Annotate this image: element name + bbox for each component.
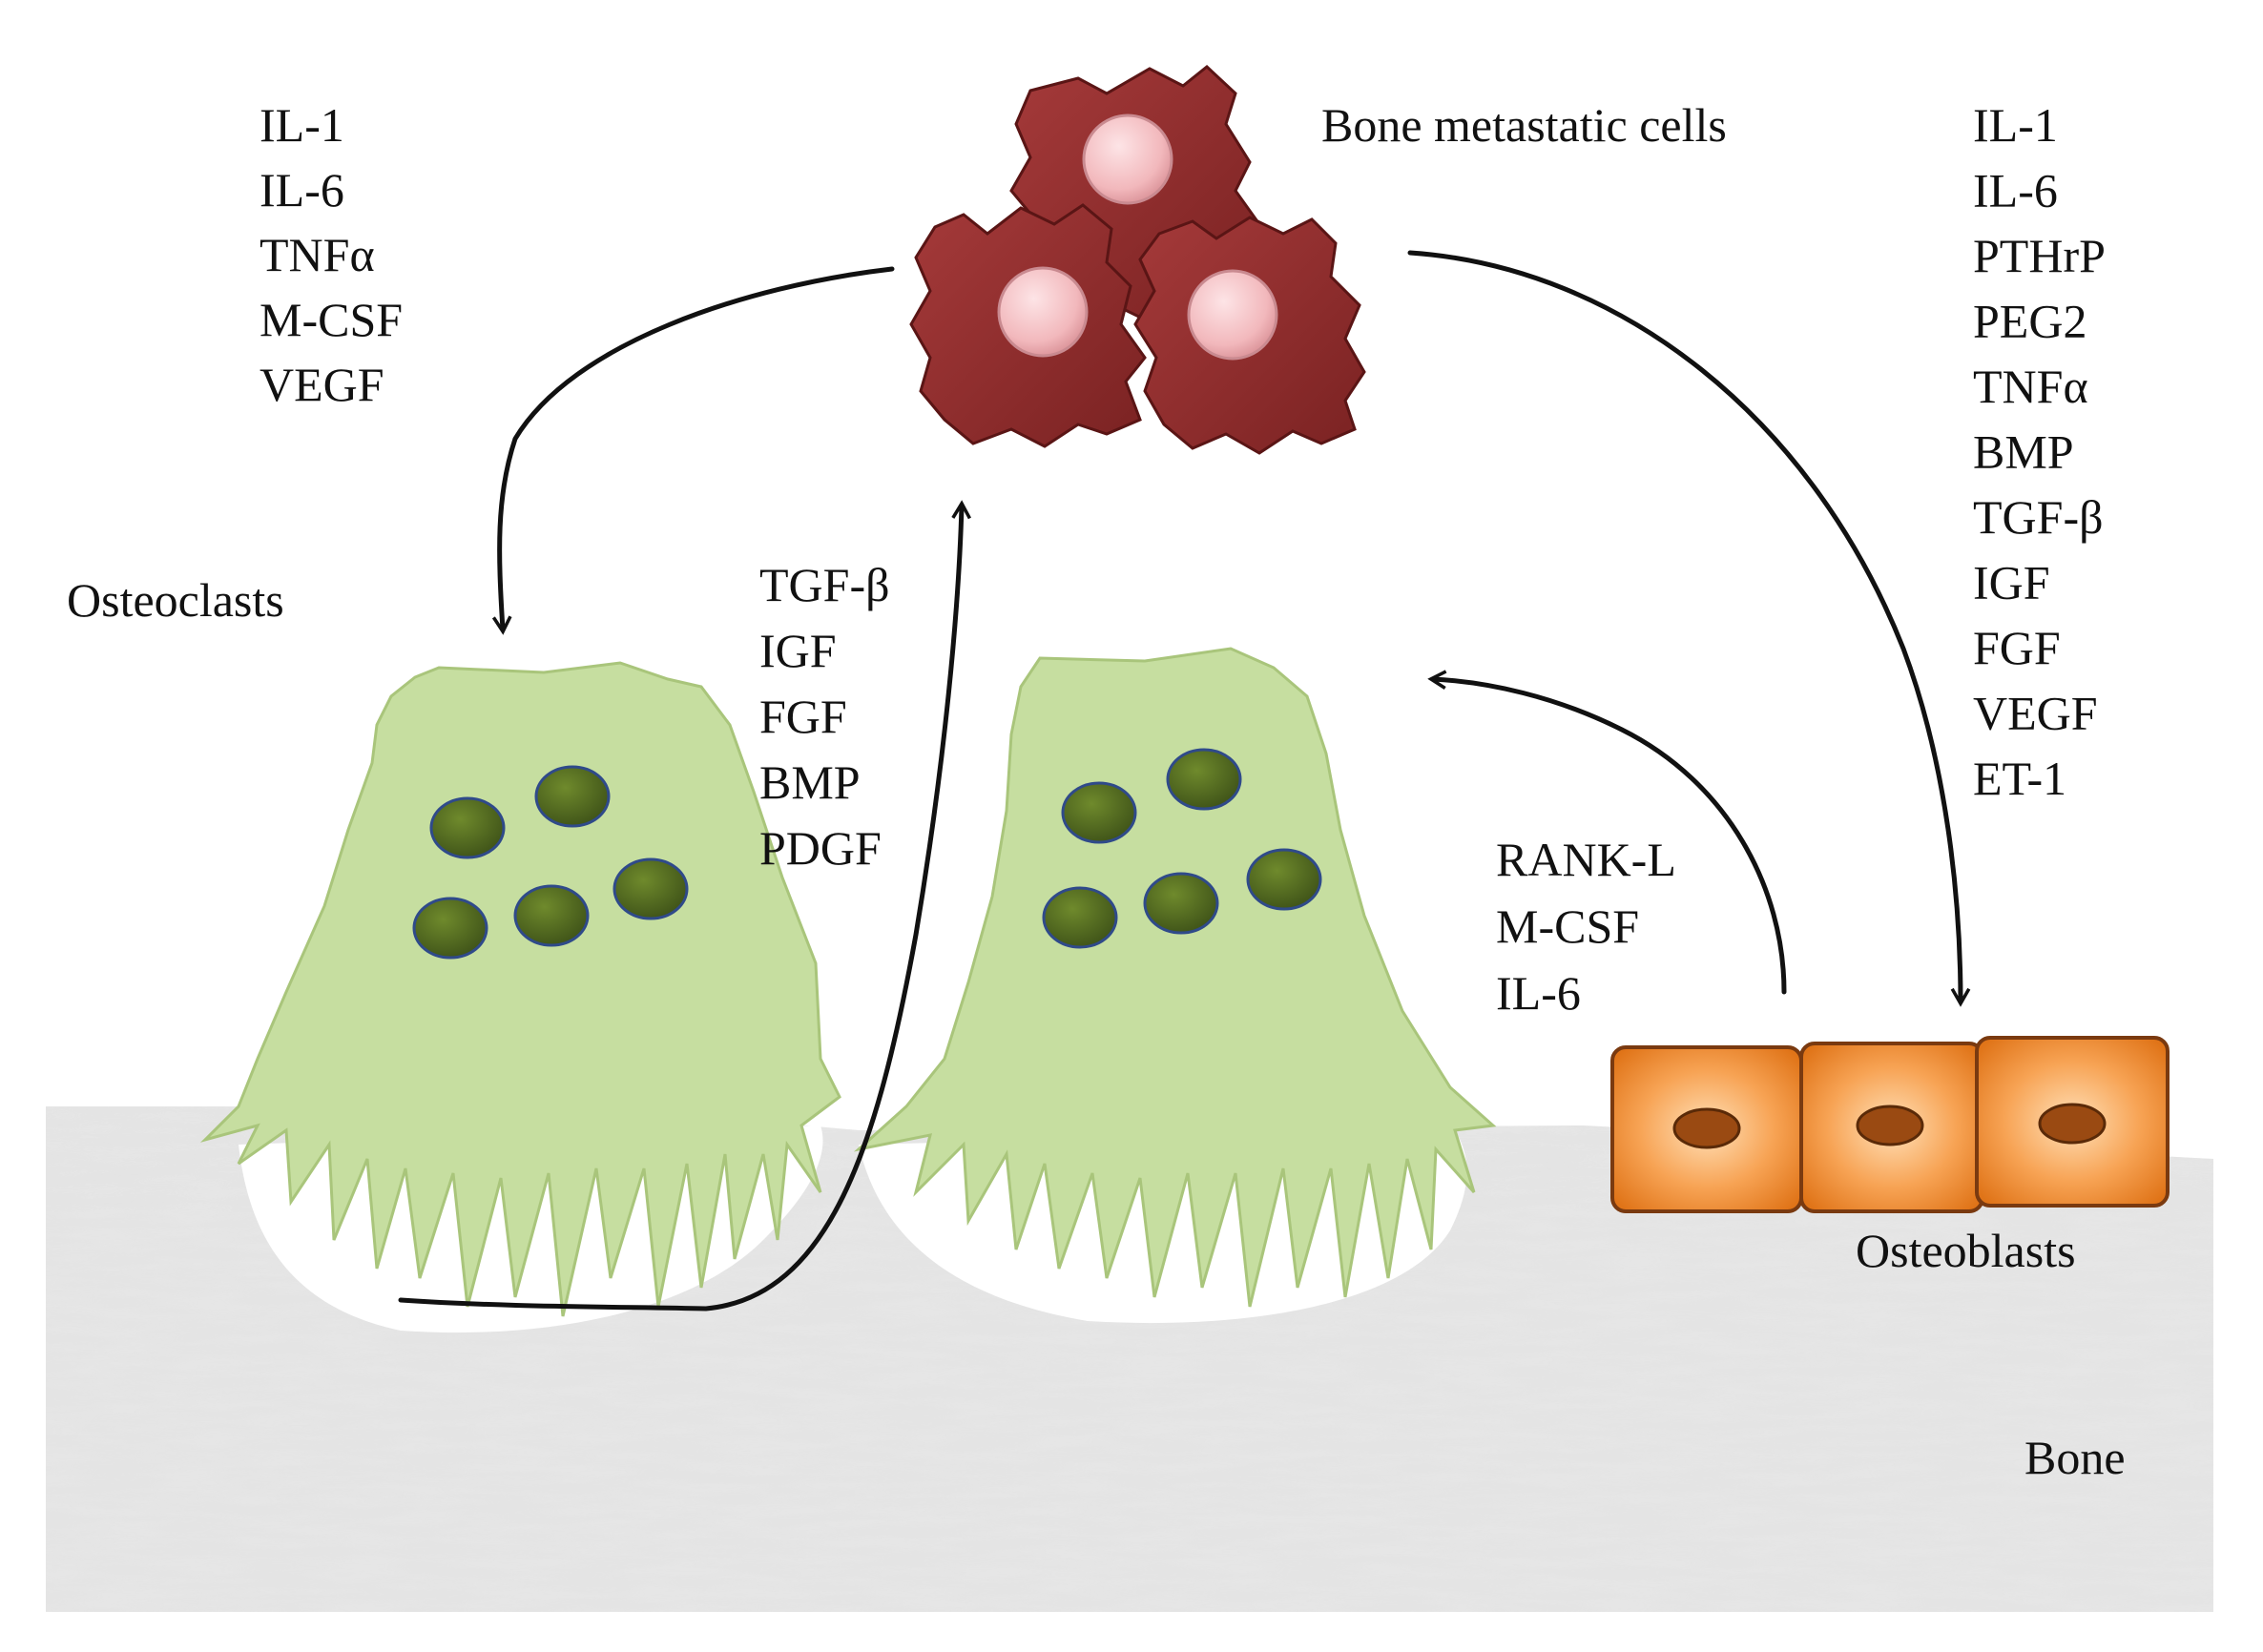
tumor-cell-nucleus <box>997 266 1089 358</box>
tumor-cell <box>909 203 1147 448</box>
factor-item: IL-1 <box>1973 98 2058 152</box>
osteoclast-nucleus <box>429 796 506 859</box>
signaling-arrows <box>398 250 1971 1311</box>
arrow-osteoblasts-to-osteoclasts <box>1427 670 1787 995</box>
arrow-bone-to-tumor <box>398 500 971 1311</box>
osteoclast-nucleus <box>612 857 689 920</box>
label-osteoblasts: Osteoblasts <box>1856 1224 2076 1277</box>
osteoclast-nucleus <box>1143 872 1219 935</box>
label-bone: Bone <box>2024 1431 2126 1484</box>
osteoclast-nucleus <box>513 884 590 947</box>
factor-item: BMP <box>759 755 861 809</box>
osteoblast-cell <box>1799 1042 1984 1213</box>
factor-item: TGF-β <box>1973 490 2104 544</box>
factor-item: IL-1 <box>260 98 344 152</box>
osteoblast-nucleus <box>1672 1107 1741 1149</box>
factor-item: PEG2 <box>1973 295 2087 348</box>
osteoclast-nucleus <box>1166 748 1242 811</box>
osteoclast-nucleus <box>412 897 488 960</box>
factor-item: M-CSF <box>260 293 403 346</box>
osteoclast-nucleus <box>1042 886 1118 949</box>
factor-item: FGF <box>1973 621 2061 674</box>
factor-item: VEGF <box>1973 687 2098 740</box>
label-osteoclasts: Osteoclasts <box>67 573 284 627</box>
factor-item: IGF <box>1973 556 2050 609</box>
osteoblast-cell <box>1610 1045 1803 1213</box>
factor-item: FGF <box>759 690 847 743</box>
tumor-cell-nucleus <box>1082 114 1173 205</box>
factor-item: TNFα <box>260 228 375 281</box>
tumor-cell-nucleus <box>1187 269 1278 361</box>
factor-item: IL-6 <box>1496 966 1581 1020</box>
factor-item: IL-6 <box>260 163 344 217</box>
tumor-cell <box>1133 216 1366 455</box>
osteoclast-left <box>199 661 841 1317</box>
osteoblast-nucleus <box>2038 1103 2107 1145</box>
factor-item: PTHrP <box>1973 229 2106 282</box>
factor-item: RANK-L <box>1496 833 1676 886</box>
arrow-tumor-to-osteoclasts <box>491 266 895 635</box>
osteoclast-right <box>853 647 1497 1308</box>
factor-item: VEGF <box>260 358 384 411</box>
factor-item: PDGF <box>759 821 882 875</box>
osteoblasts-cells <box>1610 1036 2170 1213</box>
osteoclast-nucleus <box>1246 848 1322 911</box>
osteoblast-cell <box>1975 1036 2170 1208</box>
bone-metastatic-cells <box>909 65 1366 455</box>
factor-item: M-CSF <box>1496 899 1639 953</box>
osteoclast-nucleus <box>534 765 611 828</box>
osteoclast-nucleus <box>1061 781 1137 844</box>
factor-item: BMP <box>1973 425 2074 479</box>
factor-item: TGF-β <box>759 558 890 611</box>
factor-item: IL-6 <box>1973 164 2058 217</box>
label-bone-metastatic-cells: Bone metastatic cells <box>1321 98 1727 152</box>
factor-item: ET-1 <box>1973 752 2066 805</box>
factor-list-osteoblasts-to-osteoclasts: RANK-L M-CSF IL-6 <box>1496 833 1676 1020</box>
factor-item: IGF <box>759 624 837 677</box>
osteoblast-nucleus <box>1856 1105 1924 1146</box>
factor-item: TNFα <box>1973 360 2088 413</box>
arrow-tumor-to-osteoblasts <box>1407 250 1971 1007</box>
